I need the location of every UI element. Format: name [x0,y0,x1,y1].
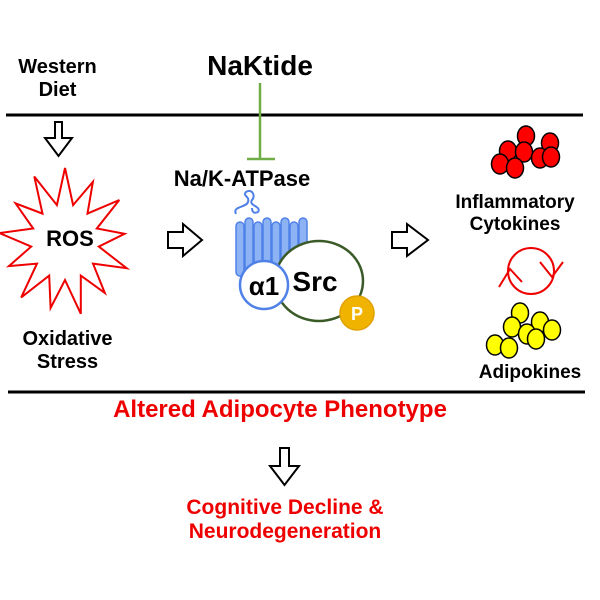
ros-label: ROS [46,226,94,251]
molecule-dot [505,157,525,179]
molecule-dot [526,328,546,350]
ros-starburst-icon [0,167,131,315]
inhibition-icon [247,83,275,161]
alpha1-label: α1 [249,271,279,301]
cognitive-decline-line-1: Cognitive Decline & [186,496,384,519]
cognitive-decline-label: Cognitive Decline & Neurodegeneration [140,496,430,544]
right-arrow-icon [167,221,204,259]
molecule-dot [542,319,562,341]
cognitive-decline-line-2: Neurodegeneration [188,520,382,544]
phospho-circle [339,295,375,331]
oxidative-stress-line-2: Stress [36,351,99,373]
cycle-arrows-icon [498,247,564,295]
molecule-dot [490,153,510,175]
naktide-label: NaKtide [207,50,313,81]
western-diet-line-1: Western [18,56,97,78]
oxidative-stress-label: Oxidative Stress [5,328,130,374]
down-arrow-icon [267,447,302,487]
helix-segment [235,221,245,277]
adipokines-label: Adipokines [478,362,582,383]
adipokines-cluster-icon [485,302,562,359]
western-diet-label: Western Diet [10,56,105,102]
right-arrow-icon [391,221,430,259]
phospho-label: P [351,304,363,324]
cytokines-cluster-icon [490,125,561,179]
molecule-dot [541,146,561,168]
altered-adipocyte-phenotype-label: Altered Adipocyte Phenotype [113,396,447,423]
inflammatory-cytokines-line-1: Inflammatory [455,192,575,213]
oxidative-stress-line-1: Oxidative [22,328,113,350]
na-k-atpase-label: Na/K-ATPase [173,166,311,191]
molecule-dot [499,337,519,359]
down-arrow-icon [43,121,74,158]
western-diet-line-2: Diet [38,79,77,101]
inflammatory-cytokines-line-2: Cytokines [469,213,561,235]
src-label: Src [292,266,337,297]
inflammatory-cytokines-label: Inflammatory Cytokines [430,192,600,236]
alpha1-circle [238,259,290,311]
